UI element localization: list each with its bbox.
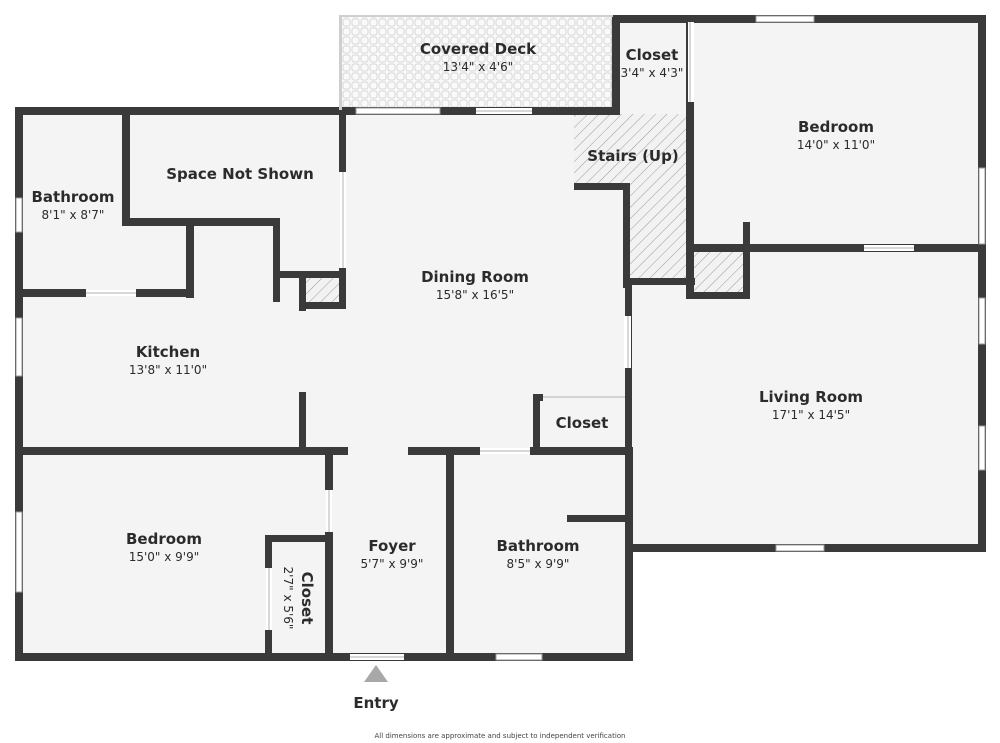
bathroom-left-name: Bathroom: [31, 188, 114, 206]
kitchen-dim: 13'8" x 11'0": [129, 363, 207, 377]
bedroom-bottom-name: Bedroom: [126, 530, 202, 548]
closet-small-label: Closet 2'7" x 5'6": [281, 567, 316, 630]
bathroom-bottom-name: Bathroom: [496, 537, 579, 555]
closet-small-name: Closet: [298, 572, 316, 625]
stairs-name: Stairs (Up): [587, 147, 678, 165]
dining-room-name: Dining Room: [421, 268, 529, 286]
stairs-hatch: [574, 114, 688, 278]
floor-fills: [18, 15, 982, 658]
closet-top-name: Closet: [626, 46, 679, 64]
bedroom-top-name: Bedroom: [798, 118, 874, 136]
foyer-dim: 5'7" x 9'9": [361, 557, 424, 571]
closet-top-dim: 3'4" x 4'3": [621, 66, 684, 80]
foyer-name: Foyer: [368, 537, 416, 555]
bathroom-left-dim: 8'1" x 8'7": [42, 208, 105, 222]
covered-deck-area: [341, 16, 612, 110]
chimney-hatch-left: [304, 276, 344, 304]
disclaimer: All dimensions are approximate and subje…: [375, 732, 626, 740]
dining-room-dim: 15'8" x 16'5": [436, 288, 514, 302]
bathroom-bottom-dim: 8'5" x 9'9": [507, 557, 570, 571]
space-not-shown-name: Space Not Shown: [166, 165, 314, 183]
closet-small-dim: 2'7" x 5'6": [281, 567, 295, 630]
living-room-dim: 17'1" x 14'5": [772, 408, 850, 422]
covered-deck-name: Covered Deck: [420, 40, 537, 58]
entry-label: Entry: [353, 694, 398, 712]
entry-arrow-icon: [364, 665, 388, 682]
chimney-hatch-right: [692, 252, 744, 296]
living-room-name: Living Room: [759, 388, 863, 406]
kitchen-name: Kitchen: [136, 343, 200, 361]
bedroom-top-dim: 14'0" x 11'0": [797, 138, 875, 152]
opening-lines: [86, 22, 914, 658]
room-labels: Covered Deck 13'4" x 4'6" Closet 3'4" x …: [31, 40, 875, 571]
closet-mid-name: Closet: [556, 414, 609, 432]
covered-deck-dim: 13'4" x 4'6": [443, 60, 514, 74]
bedroom-bottom-dim: 15'0" x 9'9": [129, 550, 200, 564]
